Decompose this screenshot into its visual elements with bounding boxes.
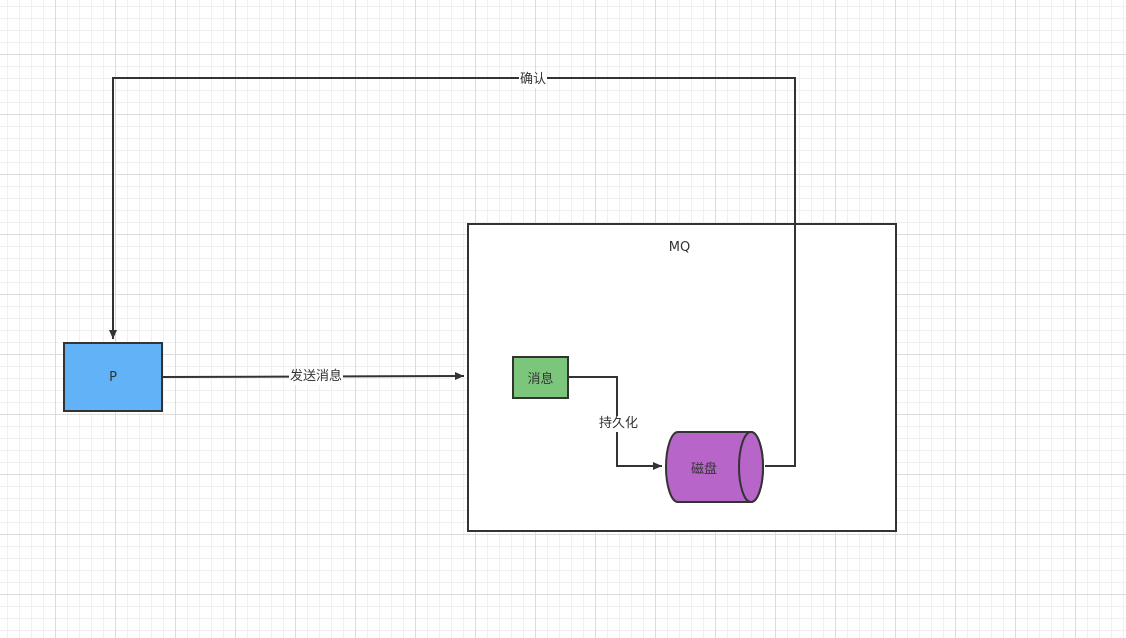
message-node[interactable]: 消息 [512, 356, 569, 399]
producer-label: P [109, 369, 117, 385]
edge-label-send: 发送消息 [289, 369, 344, 385]
mq-label: MQ [668, 240, 691, 255]
disk-label: 磁盘 [690, 461, 717, 477]
producer-node[interactable]: P [63, 342, 163, 412]
edge-label-confirm: 确认 [519, 72, 548, 88]
edge-confirm[interactable] [109, 77, 796, 467]
edge-label-persist: 持久化 [598, 416, 640, 432]
disk-node[interactable] [665, 431, 764, 503]
message-label: 消息 [527, 372, 554, 387]
